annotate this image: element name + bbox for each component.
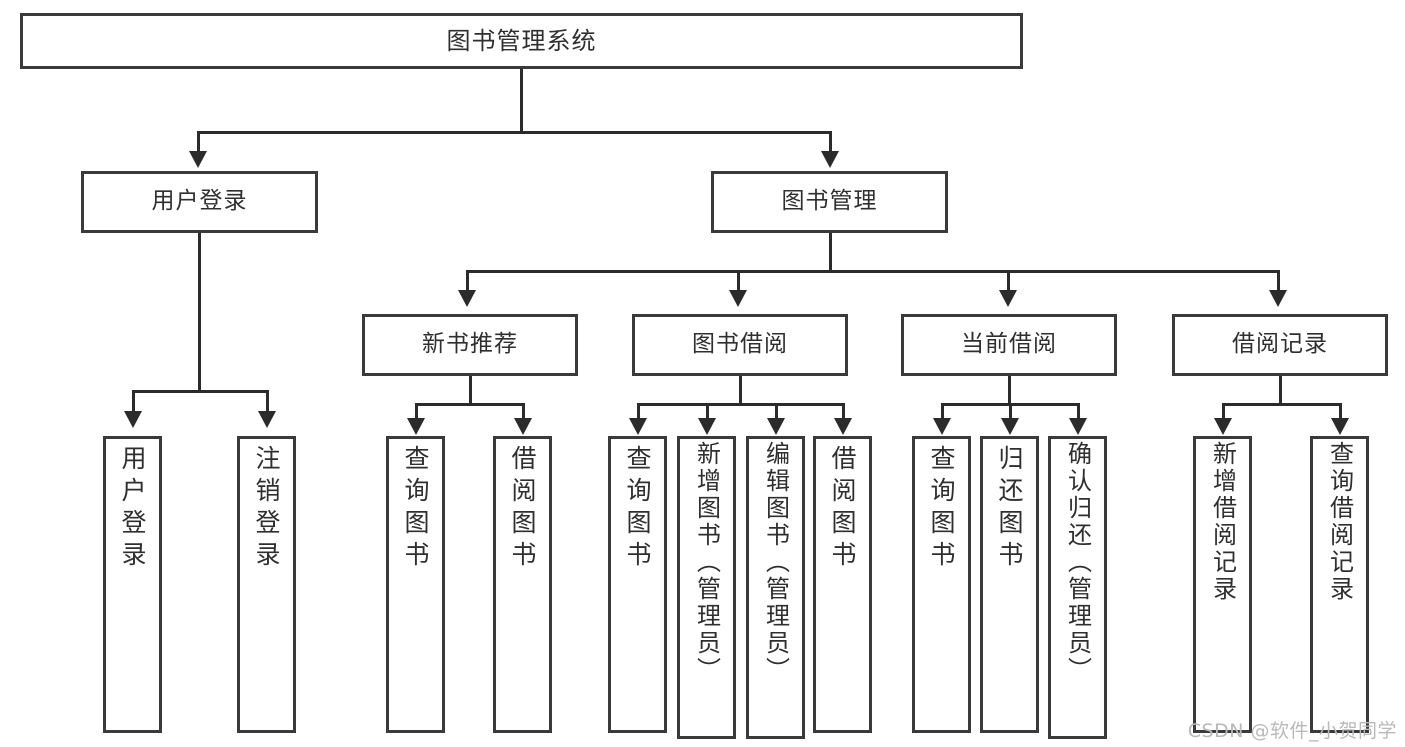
edge-book-management-stem: [829, 233, 832, 272]
edge-br-leaf-2: [1339, 403, 1342, 422]
node-leaf-borrow-book[interactable]: 借阅图书: [813, 436, 872, 733]
node-label: 借阅图书: [828, 445, 857, 573]
edge-user-login-stem: [198, 233, 201, 392]
node-label: 图书借阅: [692, 331, 788, 358]
edge-cb-leaf-1: [941, 403, 944, 422]
node-leaf-confirm-return-admin[interactable]: 确认归还（管理员）: [1048, 436, 1107, 739]
edge-nbr-leaf-1: [415, 403, 418, 422]
edge-user-login-leaf-2: [266, 390, 269, 413]
node-leaf-user-login[interactable]: 用户登录: [103, 436, 162, 733]
arrow-br-leaf-2: [1331, 418, 1349, 435]
edge-nbr-leaf-2: [522, 403, 525, 422]
edge-bb-leaf-2: [706, 403, 709, 422]
edge-bb-leaf-1: [637, 403, 640, 422]
node-label: 用户登录: [151, 188, 248, 215]
node-leaf-query-book-current[interactable]: 查询图书: [912, 436, 971, 733]
edge-to-book-borrow: [737, 270, 740, 292]
arrow-bb-leaf-2: [698, 418, 716, 435]
node-label: 借阅图书: [508, 445, 537, 573]
node-leaf-add-book-admin[interactable]: 新增图书（管理员）: [677, 436, 736, 739]
node-leaf-borrow-book-recommend[interactable]: 借阅图书: [493, 436, 552, 733]
edge-user-login-leaf-1: [132, 390, 135, 413]
arrow-to-user-login: [189, 151, 207, 168]
node-label: 确认归还（管理员）: [1063, 441, 1092, 684]
arrow-user-login-leaf-1: [124, 411, 142, 428]
edge-book-management-bus: [466, 270, 1280, 273]
arrow-nbr-leaf-1: [407, 418, 425, 435]
arrow-bb-leaf-3: [767, 418, 785, 435]
node-leaf-query-book-borrow[interactable]: 查询图书: [608, 436, 667, 733]
edge-borrow-record-stem: [1279, 376, 1282, 405]
edge-cb-leaf-3: [1077, 403, 1080, 422]
node-new-book-recommend[interactable]: 新书推荐: [362, 314, 578, 376]
node-label: 新增借阅记录: [1208, 441, 1237, 603]
node-label: 注销登录: [252, 445, 281, 573]
node-leaf-add-borrow-record[interactable]: 新增借阅记录: [1193, 436, 1252, 733]
node-label: 新增图书（管理员）: [692, 441, 721, 684]
edge-new-book-recommend-bus: [415, 403, 525, 406]
watermark-text: CSDN @软件_小贺同学: [1187, 720, 1397, 742]
edge-bb-leaf-4: [842, 403, 845, 422]
arrow-to-borrow-record: [1269, 290, 1287, 307]
edge-new-book-recommend-stem: [469, 376, 472, 405]
node-label: 编辑图书（管理员）: [761, 441, 790, 684]
node-leaf-query-book-recommend[interactable]: 查询图书: [386, 436, 445, 733]
node-leaf-edit-book-admin[interactable]: 编辑图书（管理员）: [746, 436, 805, 739]
node-book-management[interactable]: 图书管理: [711, 171, 948, 233]
edge-bb-leaf-3: [775, 403, 778, 422]
node-book-borrow[interactable]: 图书借阅: [632, 314, 848, 376]
arrow-to-book-borrow: [729, 290, 747, 307]
arrow-to-current-borrow: [999, 290, 1017, 307]
node-borrow-record[interactable]: 借阅记录: [1172, 314, 1388, 376]
node-label: 查询图书: [401, 445, 430, 573]
node-current-borrow[interactable]: 当前借阅: [901, 314, 1117, 376]
node-label: 借阅记录: [1232, 331, 1328, 358]
arrow-bb-leaf-1: [629, 418, 647, 435]
arrow-cb-leaf-3: [1069, 418, 1087, 435]
node-label: 当前借阅: [961, 331, 1057, 358]
edge-br-leaf-1: [1222, 403, 1225, 422]
node-user-login[interactable]: 用户登录: [81, 171, 318, 233]
edge-to-user-login: [197, 131, 200, 153]
node-label: 用户登录: [118, 445, 147, 573]
edge-book-borrow-bus: [637, 403, 844, 406]
node-label: 新书推荐: [422, 331, 518, 358]
node-label: 归还图书: [995, 445, 1024, 573]
edge-cb-leaf-2: [1009, 403, 1012, 422]
arrow-nbr-leaf-2: [514, 418, 532, 435]
edge-to-new-book-recommend: [466, 270, 469, 292]
node-leaf-query-borrow-record[interactable]: 查询借阅记录: [1310, 436, 1369, 733]
node-label: 图书管理: [781, 188, 878, 215]
node-label: 查询图书: [927, 445, 956, 573]
edge-to-borrow-record: [1277, 270, 1280, 292]
edge-user-login-bus: [132, 390, 268, 393]
node-label: 查询借阅记录: [1325, 441, 1354, 603]
edge-root-bus: [197, 131, 832, 134]
arrow-cb-leaf-2: [1001, 418, 1019, 435]
edge-book-borrow-stem: [739, 376, 742, 405]
arrow-bb-leaf-4: [834, 418, 852, 435]
edge-current-borrow-stem: [1008, 376, 1011, 405]
arrow-to-book-management: [821, 151, 839, 168]
edge-borrow-record-bus: [1222, 403, 1342, 406]
edge-to-current-borrow: [1007, 270, 1010, 292]
arrow-user-login-leaf-2: [258, 411, 276, 428]
node-leaf-return-book[interactable]: 归还图书: [980, 436, 1039, 733]
arrow-cb-leaf-1: [933, 418, 951, 435]
node-label: 查询图书: [623, 445, 652, 573]
arrow-br-leaf-1: [1214, 418, 1232, 435]
arrow-to-new-book-recommend: [458, 290, 476, 307]
node-root-book-management-system[interactable]: 图书管理系统: [20, 13, 1023, 69]
node-label: 图书管理系统: [446, 26, 597, 55]
node-leaf-logout[interactable]: 注销登录: [237, 436, 296, 733]
edge-to-book-management: [829, 131, 832, 153]
edge-root-stem: [520, 69, 523, 133]
